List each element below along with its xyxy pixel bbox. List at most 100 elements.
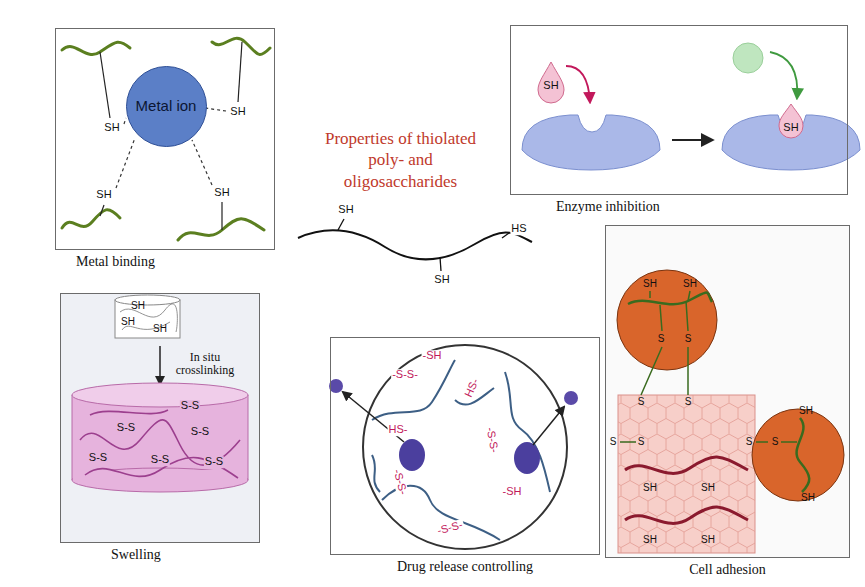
thiolated-backbone [298,231,532,260]
panel-ground [605,225,850,558]
polymer-chain [62,210,120,228]
polymer-chain [62,38,270,240]
hydrogel-cylinder [72,468,248,492]
cell-adhesion-illustration [625,457,748,523]
drug-carrier [514,442,540,474]
hydrogel-cylinder [72,295,248,492]
thiol-label: HS- [388,424,409,436]
cell-adhesion-illustration [618,395,755,553]
enzyme-illustration [672,139,712,141]
drug-carrier [363,345,567,549]
thiol-label: SH [642,535,658,546]
drug-carrier [399,439,425,471]
cell-adhesion-illustration [617,270,717,370]
thiol-label: -S-S- [391,369,419,381]
thiol-label: S-S [116,422,136,434]
thiol-label: S [684,397,693,408]
property-panel: Metal bindingMetal ion [55,28,275,250]
hydrogel-cylinder [72,383,248,407]
enzyme-illustration [722,115,860,170]
thiol-label: SH [642,279,658,290]
property-panel: Enzyme inhibition [510,25,848,195]
thiol-label: SH [213,187,230,199]
thiol-stub [100,205,104,216]
thiol-label: S [637,397,646,408]
metal-ion-circle: Metal ion [126,66,207,147]
hydrogel-cylinder [73,470,247,480]
thiol-label: S-S [88,452,108,464]
coordination-bond [205,108,226,111]
cell-adhesion-illustration [797,418,810,492]
thiol-label: S [609,437,618,448]
thiol-label: S-S [190,426,210,438]
thiol-label: SH [542,80,559,92]
panel-ground [55,25,850,558]
coordination-bond [116,138,135,188]
thiol-label: SH [130,301,146,312]
polymer-chain [178,219,264,240]
cell-adhesion-illustration [752,409,844,501]
hydrogel-cylinder [80,410,240,478]
drug-carrier [329,379,343,393]
hydrogel-cylinder [120,304,177,332]
thiol-label: S [637,437,646,448]
thiol-stub [221,202,222,230]
thiol-label: SH [95,189,112,201]
panel-heading: Swelling [111,547,161,563]
thiol-label: SH [229,106,246,118]
enzyme-illustration [538,62,564,103]
thiol-label: S-S [150,454,170,466]
cell-adhesion-illustration [618,395,755,553]
panel-heading: Enzyme inhibition [556,199,660,215]
panel-ground [55,28,275,250]
thiolated-backbone [338,219,344,230]
thiol-label: HS [510,223,527,235]
node-text: Metal ion [130,97,203,114]
panel-heading: Cell adhesion [689,562,766,578]
thiol-label: SH [103,122,120,134]
enzyme-illustration [770,52,797,98]
cell-adhesion-illustration [781,441,797,443]
thiol-label: SH [120,317,136,328]
thiol-label: S [771,437,780,448]
drug-carrier [564,391,578,405]
process-note: In situ crosslinking [164,351,246,376]
coordination-bond [192,140,212,185]
thiol-label: S [745,437,754,448]
thiol-label: SH [682,279,698,290]
cell-adhesion-illustration [641,291,690,395]
thiol-label: S-S [204,456,224,468]
panel-heading: Metal binding [76,254,155,270]
enzyme-illustration [779,104,803,138]
coordination-bond [124,118,126,124]
drug-carrier [329,345,578,549]
thiol-label: SH [433,274,450,286]
thiol-label: SH [700,535,716,546]
drug-carrier [533,407,564,445]
enzyme-illustration [566,66,590,102]
hydrogel-cylinder [159,346,161,384]
property-panel: Cell adhesion [605,225,850,558]
thiol-label: S [684,334,693,345]
thiolated-backbone [298,219,532,271]
polymer-chain [62,42,130,54]
hydrogel-cylinder [72,395,248,480]
property-panel: Drug release controlling [330,337,600,555]
hydrogel-cylinder [115,300,180,338]
thiol-stub [100,42,242,230]
diagram-title: Properties of thiolated poly- and oligos… [318,128,483,192]
thiol-label: -SH [422,350,443,362]
thiol-label: SH [152,324,168,335]
cell-adhesion-illustration [617,270,844,553]
thiol-label: SH [337,204,354,216]
thiol-label: SH [700,483,716,494]
panel-heading: Drug release controlling [397,559,533,575]
enzyme-illustration [733,43,763,73]
thiol-label: SH [782,122,799,134]
thiol-label: S-S [180,400,200,412]
thiol-label: SH [798,406,814,417]
thiol-label: S [657,334,666,345]
thiol-label: SH [800,493,816,504]
thiol-stub [238,42,242,102]
